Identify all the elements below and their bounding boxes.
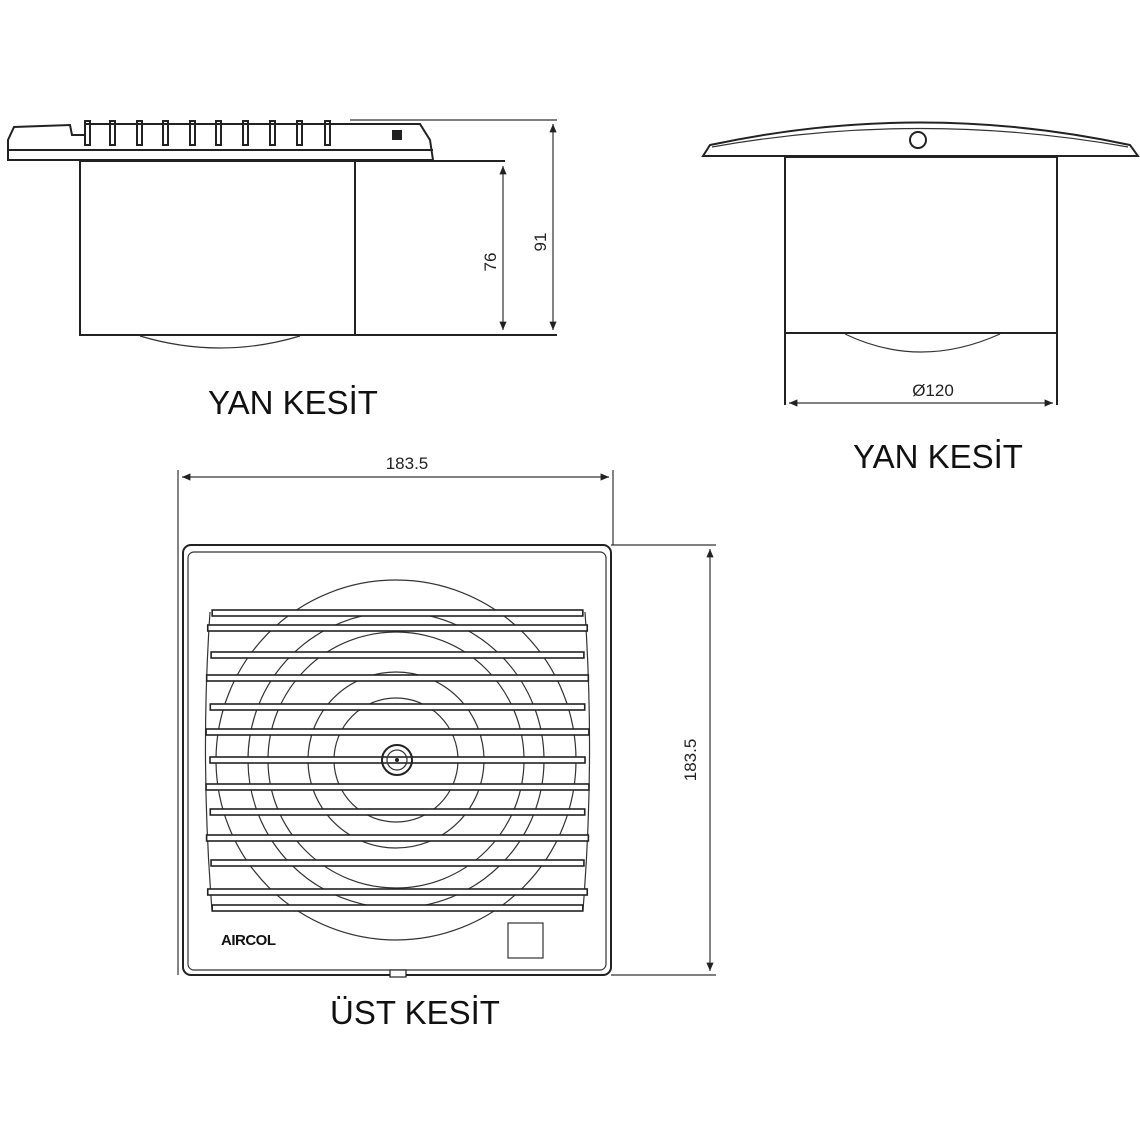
grille-bar [211, 904, 584, 912]
fin [162, 120, 169, 146]
grille-bar [205, 783, 590, 791]
grille-bar [210, 859, 585, 867]
cover-cap [701, 121, 1140, 157]
grille-bar [209, 808, 586, 816]
switch-icon [392, 130, 402, 140]
fin [136, 120, 143, 146]
fin [296, 120, 303, 146]
fan-hub-icon [381, 744, 413, 776]
dim-width: 183.5 [386, 454, 429, 473]
top-view: 183.5 183.5 AIRCOL ÜST KESİT [177, 454, 716, 1031]
grille-bar [205, 834, 590, 842]
fin [269, 120, 276, 146]
fin [215, 120, 222, 146]
fan-grille [204, 579, 591, 941]
dim-76: 76 [481, 253, 500, 272]
grille-bar [205, 674, 590, 682]
brand-logo: AIRCOL [221, 932, 276, 949]
grille-bar [209, 703, 586, 711]
dim-height: 183.5 [681, 739, 700, 782]
fin [242, 120, 249, 146]
grille-bar [206, 888, 589, 896]
grille-bar [206, 624, 589, 632]
label-side-view-left: YAN KESİT [208, 384, 378, 421]
knob-icon [909, 131, 927, 149]
grille-bar [211, 609, 584, 617]
side-view-right: Ø120 YAN KESİT [701, 121, 1140, 475]
fin [189, 120, 196, 146]
motor-body [79, 160, 356, 336]
fin [84, 120, 91, 146]
switch-button[interactable] [507, 922, 544, 959]
label-top-view: ÜST KESİT [330, 994, 500, 1031]
label-side-view-right: YAN KESİT [853, 438, 1023, 475]
side-view-left: 76 91 YAN KESİT [7, 119, 557, 421]
dim-diameter: Ø120 [912, 381, 954, 400]
fin [324, 120, 331, 146]
grille-bar [210, 651, 585, 659]
fin [109, 120, 116, 146]
grille-bar [205, 728, 590, 736]
motor-body [784, 156, 1058, 334]
grille-fins [84, 120, 331, 146]
dim-91: 91 [531, 233, 550, 252]
